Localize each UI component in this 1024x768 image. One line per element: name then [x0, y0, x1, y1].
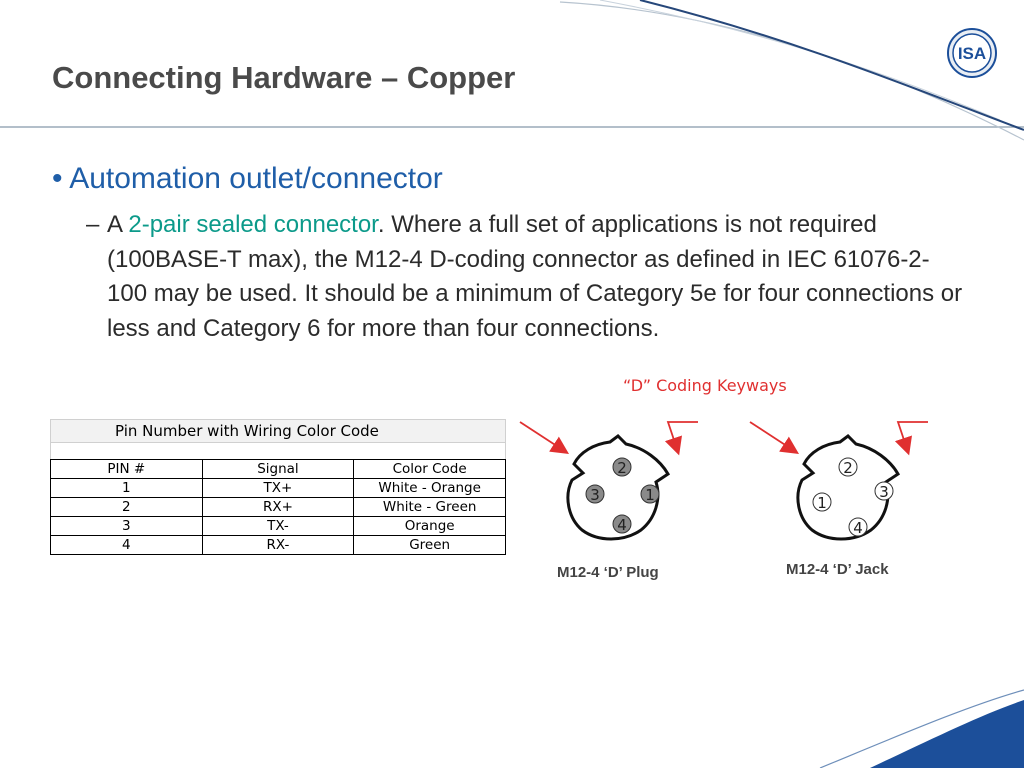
table-row: 3 TX- Orange	[50, 516, 506, 536]
header-pin: PIN #	[50, 459, 203, 479]
table-row: 2 RX+ White - Green	[50, 497, 506, 517]
cell-signal: RX+	[201, 497, 355, 517]
jack-pin-1: 1	[812, 492, 832, 512]
svg-text:3: 3	[879, 483, 889, 501]
plug-pin-2: 2	[612, 457, 632, 477]
cell-color: Green	[353, 535, 506, 555]
cell-signal: RX-	[201, 535, 355, 555]
pin-wiring-table: Pin Number with Wiring Color Code PIN # …	[50, 419, 506, 555]
highlight-2-pair-sealed-connector: 2-pair sealed connector	[128, 211, 378, 238]
isa-logo-text: ISA	[958, 44, 986, 63]
cell-pin: 2	[50, 497, 203, 517]
cell-signal: TX-	[201, 516, 355, 536]
jack-pin-4: 4	[848, 517, 868, 537]
bullet-level1-text: Automation outlet/connector	[69, 162, 443, 195]
svg-text:1: 1	[817, 494, 827, 512]
table-header-row: PIN # Signal Color Code	[50, 459, 506, 479]
table-row: 4 RX- Green	[50, 535, 506, 555]
svg-text:4: 4	[617, 516, 627, 534]
slide-title: Connecting Hardware – Copper	[52, 60, 516, 95]
jack-label: M12-4 ‘D’ Jack	[786, 561, 889, 578]
bullet-level1: • Automation outlet/connector	[52, 162, 443, 196]
bullet-level2-prefix: A	[107, 211, 129, 238]
plug-pin-3: 3	[585, 484, 605, 504]
cell-color: White - Green	[353, 497, 506, 517]
svg-text:1: 1	[645, 486, 655, 504]
table-caption-row: Pin Number with Wiring Color Code	[50, 419, 506, 443]
jack-pin-3: 3	[874, 481, 894, 501]
table-spacer-row	[50, 442, 506, 460]
svg-text:2: 2	[617, 459, 627, 477]
svg-text:4: 4	[853, 519, 863, 537]
cell-pin: 1	[50, 478, 203, 498]
plug-pin-1: 1	[640, 484, 660, 504]
plug-label: M12-4 ‘D’ Plug	[557, 564, 659, 581]
cell-pin: 3	[50, 516, 203, 536]
bullet-level2: – A 2-pair sealed connector. Where a ful…	[86, 208, 966, 346]
cell-color: Orange	[353, 516, 506, 536]
table-row: 1 TX+ White - Orange	[50, 478, 506, 498]
bullet-marker: •	[52, 162, 63, 195]
cell-color: White - Orange	[353, 478, 506, 498]
bullet-level2-rest: . Where a full set of applications is no…	[107, 211, 963, 342]
dash-marker: –	[86, 211, 100, 238]
plug-pin-4: 4	[612, 514, 632, 534]
svg-text:3: 3	[590, 486, 600, 504]
m12-plug-diagram: 2 3 1 4	[519, 421, 698, 541]
keyway-title: “D” Coding Keyways	[623, 376, 787, 395]
m12-jack-diagram: 2 1 3 4	[749, 421, 928, 541]
header-signal: Signal	[201, 459, 355, 479]
cell-pin: 4	[50, 535, 203, 555]
table-caption: Pin Number with Wiring Color Code	[50, 419, 506, 443]
jack-pin-2: 2	[838, 457, 858, 477]
bullet-level2-body: A 2-pair sealed connector. Where a full …	[86, 208, 966, 346]
header-color-code: Color Code	[353, 459, 506, 479]
isa-logo: ISA	[947, 28, 997, 78]
svg-text:2: 2	[843, 459, 853, 477]
cell-signal: TX+	[201, 478, 355, 498]
